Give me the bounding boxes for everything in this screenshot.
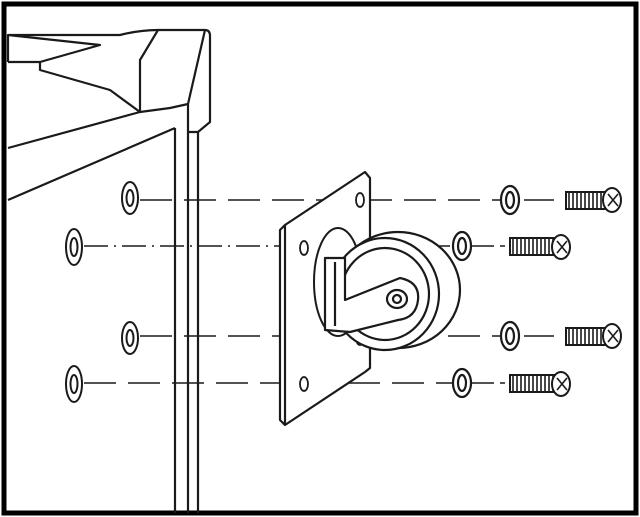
screw: [565, 323, 622, 349]
caster-wheel: [323, 230, 462, 352]
plate-hole: [299, 376, 309, 392]
cabinet-holes: [65, 181, 139, 403]
cabinet-hole: [121, 321, 139, 355]
washer: [499, 184, 521, 216]
washer: [451, 367, 473, 399]
screw: [509, 371, 571, 397]
washers: [451, 184, 521, 399]
cabinet-corner: [6, 28, 212, 513]
screw: [509, 234, 571, 260]
cabinet-hole: [65, 365, 83, 403]
plate-hole: [299, 240, 309, 256]
screw: [565, 187, 622, 213]
cabinet-hole: [121, 181, 139, 215]
washer: [499, 320, 521, 352]
washer: [451, 230, 473, 262]
plate-hole: [355, 192, 365, 208]
screws: [509, 187, 622, 397]
cabinet-hole: [65, 228, 83, 266]
